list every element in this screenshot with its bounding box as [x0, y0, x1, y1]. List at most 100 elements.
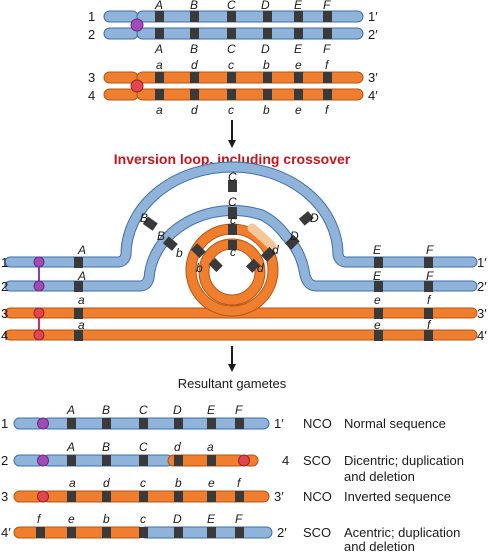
gene-o-top-b: b — [263, 58, 270, 72]
mid-label-4prime: 4′ — [477, 328, 487, 343]
gamete-row-1: 1 1′ A B C D E F NCO Normal sequence — [1, 403, 446, 431]
loop-gene-F-top: F — [426, 243, 434, 257]
gene-top-F: F — [323, 0, 331, 12]
loop-gene-c-inner: c — [230, 245, 236, 259]
g2-d: d — [174, 440, 181, 454]
gene-o-bot-c: c — [228, 103, 234, 117]
g4-e: e — [68, 512, 75, 526]
gene-top-B: B — [190, 0, 198, 12]
gene-o-top-a: a — [156, 58, 163, 72]
loop-gene-D-inner: D — [290, 229, 299, 243]
centromere-red — [130, 79, 144, 93]
gamete4-left: 4′ — [1, 525, 11, 540]
g4-b: b — [103, 512, 110, 526]
loop-gene-C-inner: C — [228, 195, 237, 209]
loop-gene-C-outer: C — [228, 170, 237, 184]
gamete2-desc: Dicentric; duplication — [344, 453, 464, 468]
label-3: 3 — [88, 70, 95, 85]
gene-o-bot-f: f — [325, 103, 330, 117]
gene-o-bot-d: d — [191, 103, 198, 117]
gene-o-top-d: d — [191, 58, 198, 72]
loop-gene-c-outer: c — [230, 213, 236, 227]
g4-c: c — [140, 512, 146, 526]
mid-label-1: 1 — [1, 255, 8, 270]
gene-top-E: E — [294, 0, 303, 12]
loop-gene-E-top: E — [373, 243, 382, 257]
mid-label-3prime: 3′ — [477, 306, 487, 321]
gamete2-desc2: and deletion — [344, 469, 415, 484]
g4-D: D — [173, 512, 182, 526]
loop-gene-a-top: a — [78, 293, 85, 307]
mid-label-2: 2 — [1, 279, 8, 294]
g1-E: E — [207, 403, 216, 417]
gamete-row-3: 3 3′ a d c b e f NCO Inverted sequence — [1, 476, 451, 504]
gene-bot-C: C — [227, 42, 236, 56]
loop-bands — [74, 180, 433, 341]
gamete4-right: 2′ — [277, 525, 287, 540]
label-3prime: 3′ — [368, 70, 378, 85]
mid-label-4: 4 — [1, 328, 8, 343]
gamete4-desc: Acentric; duplication — [344, 525, 460, 540]
gamete2-right: 4 — [282, 453, 289, 468]
g2-C: C — [139, 440, 148, 454]
loop-gene-E-bot: E — [373, 269, 382, 283]
label-4prime: 4′ — [368, 88, 378, 103]
gametes-title: Resultant gametes — [178, 376, 287, 391]
loop-gene-D-outer: D — [310, 211, 319, 225]
g3-b: b — [175, 476, 182, 490]
gamete3-left: 3 — [1, 489, 8, 504]
loop-gene-b-outer: b — [176, 246, 183, 260]
mid-label-1prime: 1′ — [477, 255, 487, 270]
gamete4-desc2: and deletion — [344, 539, 415, 552]
gamete1-left: 1 — [1, 416, 8, 431]
inversion-loop — [4, 161, 478, 341]
gene-bot-A: A — [154, 42, 163, 56]
g4-F: F — [235, 512, 243, 526]
gene-o-top-f: f — [325, 58, 330, 72]
gene-o-top-e: e — [295, 58, 302, 72]
mid-label-3: 3 — [1, 306, 8, 321]
loop-gene-e-bot: e — [374, 318, 381, 332]
gamete2-left: 2 — [1, 453, 8, 468]
gamete1-type: NCO — [303, 416, 332, 431]
g1-D: D — [173, 403, 182, 417]
centromere-blue — [130, 18, 144, 32]
loop-gene-e-top: e — [374, 293, 381, 307]
gamete-row-2: 2 4 A B C d a SCO Dicentric; duplication… — [1, 440, 464, 484]
gene-top-A: A — [154, 0, 163, 12]
gene-o-top-c: c — [228, 58, 234, 72]
loop-gene-d-outer: d — [272, 243, 279, 257]
g2-B: B — [102, 440, 110, 454]
centromere-links — [33, 256, 45, 341]
loop-gene-a-bot: a — [78, 318, 85, 332]
gene-o-bot-a: a — [156, 103, 163, 117]
mid-label-2prime: 2′ — [477, 279, 487, 294]
gene-bot-B: B — [190, 42, 198, 56]
loop-gene-d-inner: d — [257, 261, 264, 275]
gene-o-bot-e: e — [295, 103, 302, 117]
g4-f: f — [37, 512, 42, 526]
gamete3-type: NCO — [303, 489, 332, 504]
g4-E: E — [207, 512, 216, 526]
gamete-row-4: 4′ 2′ f e b c D E F SCO Acentric; duplic… — [1, 512, 460, 552]
g1-C: C — [139, 403, 148, 417]
g3-c: c — [140, 476, 146, 490]
g3-f: f — [237, 476, 242, 490]
loop-gene-f-top: f — [427, 293, 432, 307]
blue-chromosome-pair: 1 2 1′ 2′ A B C D E F A B C D E F — [88, 0, 378, 56]
gene-top-D: D — [261, 0, 270, 12]
label-2prime: 2′ — [368, 27, 378, 42]
gene-bot-F: F — [323, 42, 331, 56]
loop-gene-B-outer: B — [140, 211, 148, 225]
gene-top-C: C — [227, 0, 236, 12]
g3-d: d — [103, 476, 110, 490]
gamete3-right: 3′ — [274, 489, 284, 504]
g2-A: A — [66, 440, 75, 454]
g3-e: e — [208, 476, 215, 490]
loop-gene-f-bot: f — [427, 318, 432, 332]
gamete1-right: 1′ — [274, 416, 284, 431]
g2-a: a — [207, 440, 214, 454]
label-1prime: 1′ — [368, 9, 378, 24]
g1-B: B — [102, 403, 110, 417]
